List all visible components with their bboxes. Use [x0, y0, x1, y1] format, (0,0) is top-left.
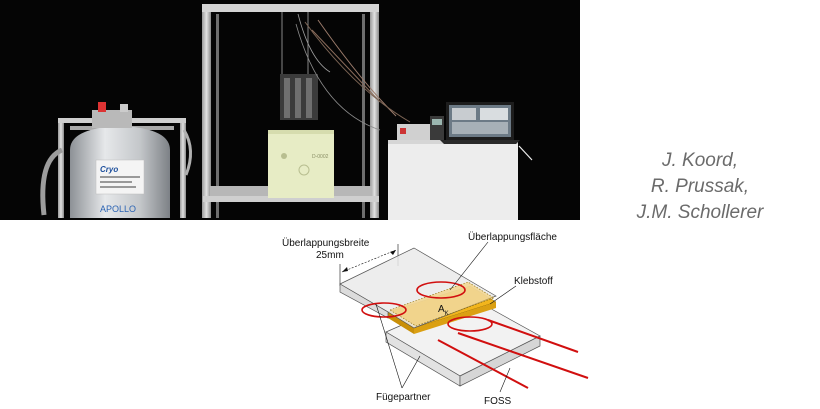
- dewar-brand-label: Cryo: [100, 165, 118, 174]
- author-name: R. Prussak,: [650, 176, 750, 197]
- fiber-line-lower: [457, 332, 589, 379]
- author-name: J. Koord,: [661, 150, 739, 171]
- lap-joint-diagram: Überlappungsbreite 25mm AK Überlappungsf…: [282, 231, 589, 407]
- overlap-width-dimension: [339, 244, 399, 286]
- leader-fiber: [499, 367, 511, 393]
- fiber-line-lower-2: [437, 339, 529, 389]
- overlap-area: [389, 281, 495, 327]
- author-list: J. Koord, R. Prussak, J.M. Schollerer: [585, 148, 815, 226]
- leader-adherend-upper: [375, 303, 403, 389]
- climate-chamber: D-0002: [268, 130, 334, 198]
- fiber-label: FOSS: [484, 396, 512, 407]
- laptop: [440, 102, 520, 144]
- adherend-label: Fügepartner: [376, 392, 431, 403]
- dewar: Cryo APOLLO: [70, 102, 170, 218]
- lower-adherend: [385, 295, 541, 387]
- adhesive-label: Klebstoff: [514, 276, 553, 287]
- dewar-model-label: APOLLO: [100, 204, 136, 214]
- overlap-width-label: Überlappungsbreite: [282, 237, 370, 249]
- test-setup-photo: Cryo APOLLO: [0, 0, 580, 220]
- area-symbol: AK: [438, 304, 449, 317]
- leader-adhesive: [489, 285, 517, 305]
- hanging-specimens: [280, 12, 411, 131]
- leader-adherend-lower: [401, 355, 421, 389]
- overlap-area-label: Überlappungsfläche: [468, 231, 557, 243]
- leader-overlap-area: [449, 241, 489, 291]
- author-name: J.M. Schollerer: [636, 202, 764, 223]
- overlap-width-value: 25mm: [316, 250, 344, 261]
- fiber-loops: [361, 281, 579, 353]
- chamber-label: D-0002: [312, 154, 329, 160]
- test-setup-illustration: Cryo APOLLO: [40, 4, 533, 220]
